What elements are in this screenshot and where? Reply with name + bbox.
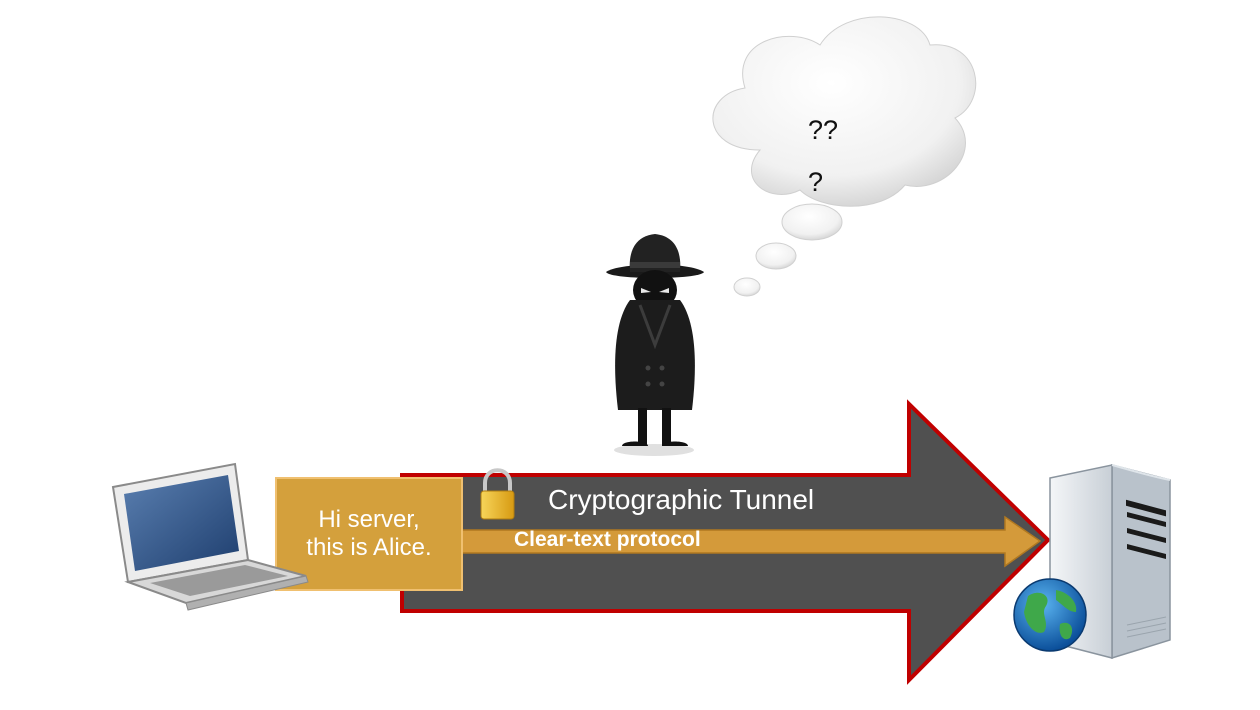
- message-line-1: Hi server,: [318, 506, 420, 533]
- spy-icon: [606, 234, 704, 456]
- message-text: Hi server, this is Alice.: [276, 478, 462, 590]
- message-line-2: this is Alice.: [306, 534, 432, 561]
- protocol-arrow: [459, 515, 1042, 568]
- message-box: [275, 477, 463, 591]
- laptop-icon: [111, 462, 309, 611]
- thought-line-1: ??: [808, 115, 839, 145]
- tunnel-label: Cryptographic Tunnel: [548, 484, 815, 515]
- thought-line-2: ?: [808, 167, 824, 197]
- thought-text: ?? ?: [808, 104, 838, 208]
- protocol-label: Clear-text protocol: [514, 528, 701, 551]
- padlock-icon: [480, 468, 515, 520]
- thought-cloud-icon: [712, 16, 977, 297]
- globe-icon: [1013, 578, 1087, 652]
